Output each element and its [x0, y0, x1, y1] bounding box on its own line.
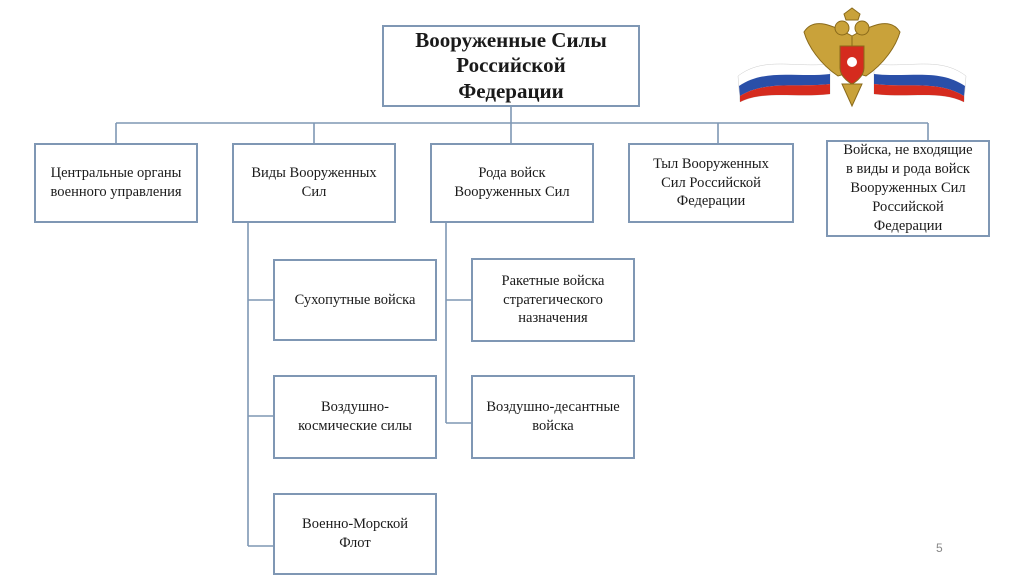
- box-combat-arms: Рода войск Вооруженных Сил: [430, 143, 594, 223]
- box-ground-forces: Сухопутные войска: [273, 259, 437, 341]
- box-service-branches: Виды Вооруженных Сил: [232, 143, 396, 223]
- other-troops-label: Войска, не входящие в виды и рода войск …: [843, 142, 973, 234]
- box-central-command: Центральные органы военного управления: [34, 143, 198, 223]
- box-aerospace-forces: Воздушно- космические силы: [273, 375, 437, 459]
- root-box-armed-forces: Вооруженные Силы Российской Федерации: [382, 25, 640, 107]
- strategic-missile-forces-label: Ракетные войска стратегического назначен…: [501, 272, 605, 327]
- box-other-troops: Войска, не входящие в виды и рода войск …: [826, 140, 990, 237]
- box-logistics: Тыл Вооруженных Сил Российской Федерации: [628, 143, 794, 223]
- central-command-label: Центральные органы военного управления: [50, 165, 182, 200]
- combat-arms-label: Рода войск Вооруженных Сил: [454, 165, 570, 200]
- aerospace-forces-label: Воздушно- космические силы: [298, 399, 412, 434]
- root-title: Вооруженные Силы Российской Федерации: [415, 28, 607, 103]
- airborne-troops-label: Воздушно-десантные войска: [486, 399, 620, 434]
- logistics-label: Тыл Вооруженных Сил Российской Федерации: [653, 155, 769, 210]
- page-number: 5: [936, 541, 943, 555]
- russian-coat-of-arms-icon: [737, 7, 967, 108]
- service-branches-label: Виды Вооруженных Сил: [251, 165, 377, 200]
- navy-label: Военно-Морской Флот: [302, 516, 408, 551]
- box-airborne-troops: Воздушно-десантные войска: [471, 375, 635, 459]
- box-navy: Военно-Морской Флот: [273, 493, 437, 575]
- ground-forces-label: Сухопутные войска: [294, 291, 416, 308]
- box-strategic-missile-forces: Ракетные войска стратегического назначен…: [471, 258, 635, 342]
